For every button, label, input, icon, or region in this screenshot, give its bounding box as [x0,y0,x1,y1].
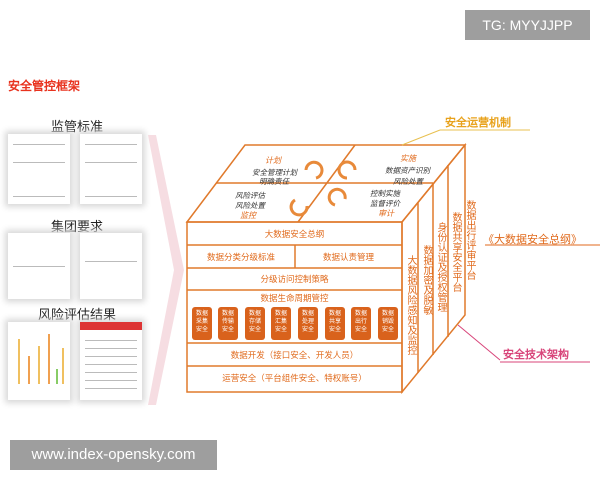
row-lifecycle: 数据生命周期管控 [260,294,329,304]
row-development: 数据开发（接口安全、开发人员） [230,351,359,361]
row-access-control: 分级访问控制策略 [260,275,329,285]
plan-label: 计划 [265,156,281,165]
lifecycle-process: 数据处理安全 [298,307,318,340]
lifecycle-label-line: 处理 [301,318,314,325]
implement-item: 数据资产识别 [385,166,430,175]
side-encryption: 数据加密及脱敏 [421,245,432,315]
row-classification: 数据分类分级标准 [206,253,275,263]
cycle-arrow-icon [327,187,347,207]
monitor-item: 风险评估 [235,191,265,200]
watermark-bottom: www.index-opensky.com [10,440,217,470]
lifecycle-label-line: 安全 [301,326,314,333]
lifecycle-label-line: 采集 [195,318,208,325]
group-doc-2 [80,233,142,299]
cycle-arrow-icon [289,198,309,217]
lifecycle-label-line: 安全 [328,326,341,333]
lifecycle-label-line: 安全 [221,326,234,333]
lifecycle-label-line: 销毁 [381,318,394,325]
regulatory-doc-2 [80,134,142,204]
lifecycle-label-line: 数据 [381,310,394,317]
row-operations: 运营安全（平台组件安全、特权账号） [222,374,367,384]
plan-item: 明确责任 [259,177,289,186]
lifecycle-label-line: 安全 [381,326,394,333]
side-sharing-platform: 数据共享安全平台 [450,212,461,292]
lifecycle-label-line: 传输 [221,318,234,325]
group-doc-1 [8,233,70,299]
section-risk: 风险评估结果 [37,308,116,323]
side-identity: 身份认证及授权管理 [435,222,446,312]
lifecycle-label-line: 存储 [248,318,261,325]
regulatory-doc-1 [8,134,70,204]
risk-chart-image [8,322,70,400]
lifecycle-label-line: 安全 [248,326,261,333]
side-risk-monitoring: 大数据风险感知及监控 [405,255,416,355]
label-security-operations: 安全运营机制 [445,116,511,129]
lifecycle-label-line: 安全 [195,326,208,333]
lifecycle-label-line: 安全 [354,326,367,333]
side-export-review: 数据出行评审平台 [464,200,475,280]
lifecycle-label-line: 数据 [301,310,314,317]
lifecycle-label-line: 数据 [354,310,367,317]
lifecycle-export: 数据出行安全 [351,307,371,340]
risk-report-image [80,322,142,400]
section-group: 集团要求 [50,220,103,235]
left-title: 安全管控框架 [8,79,81,93]
monitor-item: 风险处置 [235,201,265,210]
lifecycle-destroy: 数据销毁安全 [378,307,398,340]
implement-label: 实施 [400,154,416,163]
lifecycle-label-line: 数据 [274,310,287,317]
lifecycle-transmit: 数据传输安全 [218,307,238,340]
lifecycle-label-line: 出行 [354,318,367,325]
lifecycle-label-line: 数据 [248,310,261,317]
label-security-tech: 安全技术架构 [503,348,569,361]
lifecycle-label-line: 数据 [195,310,208,317]
lifecycle-label-line: 安全 [274,326,287,333]
lifecycle-aggregate: 数据汇集安全 [271,307,291,340]
lifecycle-label-line: 数据 [221,310,234,317]
lifecycle-label-line: 汇集 [274,318,287,325]
section-regulatory: 监管标准 [50,120,103,135]
cycle-arrow-icon [304,160,324,180]
watermark-top: TG: MYYJJPP [465,10,590,40]
monitor-label: 监控 [240,211,256,220]
lifecycle-label-line: 数据 [328,310,341,317]
implement-item: 风险处置 [393,177,423,186]
label-security-outline: 《大数据安全总纲》 [483,233,582,246]
lifecycle-share: 数据共享安全 [325,307,345,340]
audit-label: 审计 [378,209,394,218]
row-responsibility: 数据认责管理 [322,253,374,263]
lifecycle-store: 数据存储安全 [245,307,265,340]
arrow-chevron [148,135,184,405]
plan-item: 安全管理计划 [252,168,297,177]
lifecycle-label-line: 共享 [328,318,341,325]
lifecycle-collect: 数据采集安全 [192,307,212,340]
cycle-arrow-icon [337,160,357,180]
audit-item: 控制实施 [370,189,400,198]
audit-item: 监督评价 [370,199,400,208]
row-outline: 大数据安全总纲 [264,230,325,240]
